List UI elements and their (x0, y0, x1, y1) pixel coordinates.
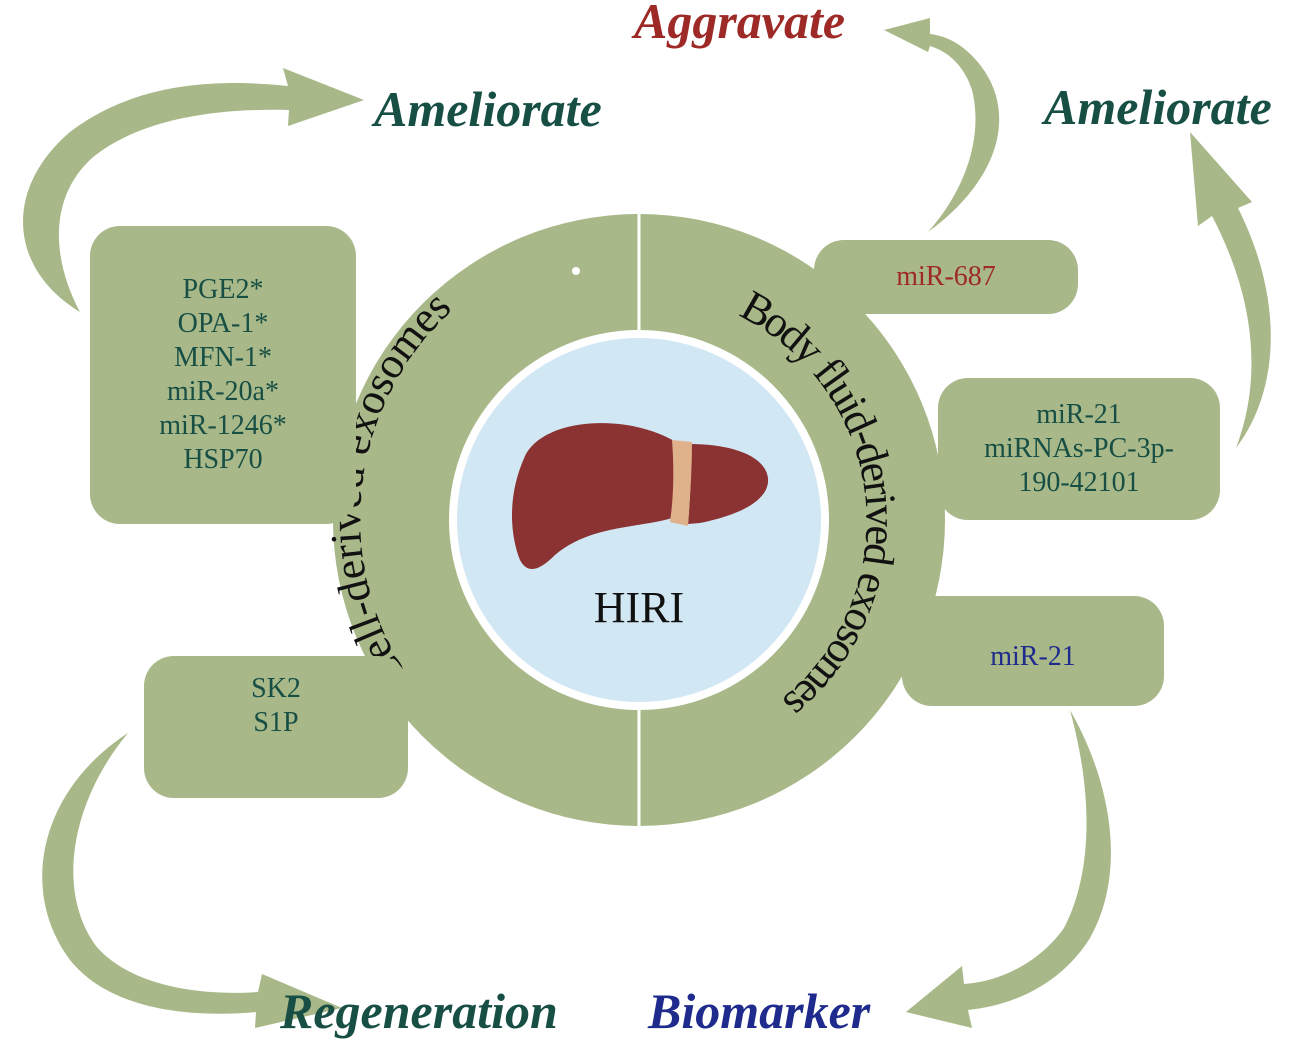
outcome-ameliorate-left: Ameliorate (374, 81, 602, 137)
liver-right-lobe (688, 444, 769, 524)
box-fluid-middle: miR-21 miRNAs-PC-3p- 190-42101 (938, 378, 1220, 520)
liver-icon (511, 423, 769, 570)
item: 190-42101 (1018, 467, 1140, 499)
item: OPA-1* (177, 307, 269, 339)
ring-dot (572, 267, 580, 275)
outcome-biomarker: Biomarker (648, 983, 871, 1039)
item: miR-687 (896, 260, 996, 292)
outcome-ameliorate-right: Ameliorate (1044, 79, 1272, 135)
outcome-aggravate: Aggravate (634, 0, 846, 49)
item: miR-1246* (159, 410, 287, 442)
item: miR-20a* (167, 376, 279, 407)
item: miRNAs-PC-3p- (984, 432, 1174, 464)
item: miR-21 (1036, 398, 1122, 430)
arrow-to-biomarker (906, 710, 1111, 1028)
box-cell-bottom: SK2 S1P (144, 656, 408, 798)
arrows (23, 18, 1271, 1028)
item: MFN-1* (173, 341, 272, 373)
item: HSP70 (183, 444, 263, 476)
center-label: HIRI (594, 583, 684, 632)
item: S1P (253, 707, 299, 739)
outcome-regeneration: Regeneration (280, 983, 558, 1039)
item: SK2 (251, 673, 301, 704)
item: miR-21 (990, 641, 1076, 672)
item: PGE2* (182, 273, 264, 305)
arrow-to-ameliorate-right (1190, 132, 1271, 448)
box-fluid-top: miR-687 (814, 240, 1078, 314)
liver-ligament (670, 440, 692, 526)
liver-left-lobe (511, 423, 677, 570)
arrow-to-ameliorate-left (23, 68, 365, 312)
arrow-to-aggravate (884, 18, 1000, 232)
box-cell-top: PGE2* OPA-1* MFN-1* miR-20a* miR-1246* H… (90, 226, 356, 524)
box-fluid-bottom: miR-21 (902, 596, 1164, 706)
arrow-to-regeneration (42, 733, 342, 1028)
